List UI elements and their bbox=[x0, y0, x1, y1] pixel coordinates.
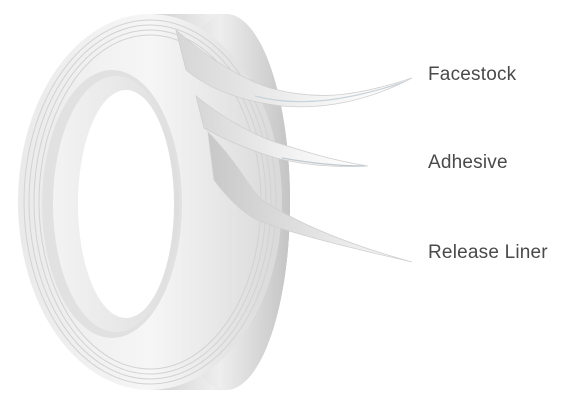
facestock-label: Facestock bbox=[428, 64, 516, 86]
adhesive-label: Adhesive bbox=[428, 152, 508, 174]
release-liner-label: Release Liner bbox=[428, 242, 548, 264]
tape-roll-core-inner bbox=[78, 90, 174, 318]
